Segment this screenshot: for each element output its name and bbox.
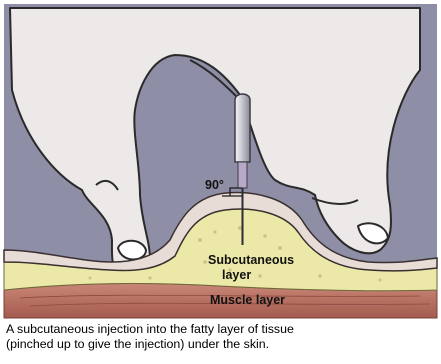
subcutaneous-label-line2: layer [222,268,251,282]
subcutaneous-injection-illustration: 90° Subcutaneous layer Muscle layer [0,0,441,320]
muscle-layer-label: Muscle layer [210,293,285,307]
caption-line-1: A subcutaneous injection into the fatty … [6,322,438,337]
syringe-barrel [235,94,250,162]
subcutaneous-label-line1: Subcutaneous [208,253,294,267]
angle-label: 90° [205,178,224,192]
caption-line-2: (pinched up to give the injection) under… [6,337,438,352]
figure-caption: A subcutaneous injection into the fatty … [6,322,438,352]
needle-hub [238,162,247,188]
